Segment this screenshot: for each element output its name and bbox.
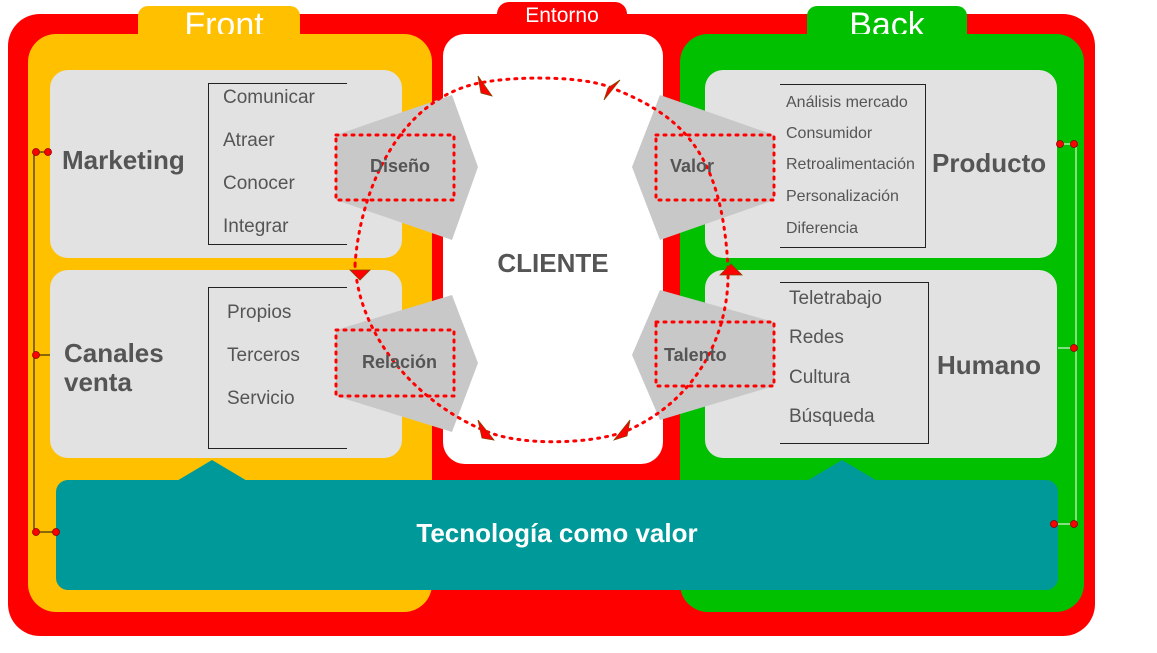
list-item: Cultura <box>789 367 851 388</box>
list-item: Personalización <box>786 188 899 205</box>
connector-dot <box>1070 140 1078 148</box>
list-item: Propios <box>227 302 292 323</box>
technology-bar: Tecnología como valor <box>56 480 1058 590</box>
list-item: Retroalimentación <box>786 156 915 173</box>
cliente-panel <box>443 34 663 464</box>
talento-label: Talento <box>664 345 727 365</box>
cliente-label: CLIENTE <box>497 248 609 278</box>
connector-dot <box>1070 520 1078 528</box>
connector-dot <box>1070 344 1078 352</box>
humano-title: Humano <box>937 350 1041 380</box>
connector-dot <box>1050 520 1058 528</box>
diseno-label: Diseño <box>370 156 431 176</box>
list-item: Comunicar <box>223 87 315 108</box>
environment-label: Entorno <box>525 4 599 27</box>
valor-arrow <box>632 95 774 240</box>
tech-pointer-right <box>805 460 879 482</box>
diseno-arrow <box>336 95 478 240</box>
environment-tab <box>497 2 627 36</box>
connector-dot <box>44 148 52 156</box>
tech-pointer-left <box>175 460 249 482</box>
relacion-label: Relación <box>362 352 438 372</box>
list-item: Diferencia <box>786 220 859 237</box>
technology-label: Tecnología como valor <box>416 518 698 548</box>
producto-title: Producto <box>932 148 1047 178</box>
talento-dotted-box <box>654 320 776 388</box>
valor-label: Valor <box>670 156 715 176</box>
humano-list-bracket <box>780 282 929 444</box>
list-item: Integrar <box>223 216 289 237</box>
list-item: Atraer <box>223 130 275 151</box>
cycle-arrowhead <box>477 419 495 441</box>
cycle-arrowhead <box>349 269 371 281</box>
list-item: Redes <box>789 327 844 348</box>
list-item: Teletrabajo <box>789 288 882 309</box>
relacion-dotted-box <box>334 328 456 398</box>
connector-dot <box>32 351 40 359</box>
marketing-list-bracket <box>208 83 347 245</box>
cycle-arrowhead <box>719 263 743 276</box>
connector-dot <box>32 528 40 536</box>
marketing-title: Marketing <box>62 145 185 175</box>
list-item: Consumidor <box>786 125 873 142</box>
canales-title-line2: venta <box>64 367 132 397</box>
canales-list-bracket <box>208 287 347 449</box>
list-item: Búsqueda <box>789 406 875 427</box>
canales-title-line1: Canales <box>64 338 164 368</box>
cycle-arrowhead <box>603 79 621 101</box>
list-item: Servicio <box>227 388 295 409</box>
diseno-dotted-box <box>334 133 456 202</box>
valor-dotted-box <box>654 133 776 202</box>
cycle-arrowhead <box>477 75 493 97</box>
list-item: Análisis mercado <box>786 94 908 111</box>
connector-dot <box>1056 140 1064 148</box>
connector-dot <box>52 528 60 536</box>
list-item: Conocer <box>223 173 295 194</box>
connector-dot <box>32 148 40 156</box>
cycle-arrowhead <box>612 419 631 441</box>
cycle-top <box>353 76 730 270</box>
producto-list-bracket <box>780 84 926 248</box>
list-item: Terceros <box>227 345 300 366</box>
